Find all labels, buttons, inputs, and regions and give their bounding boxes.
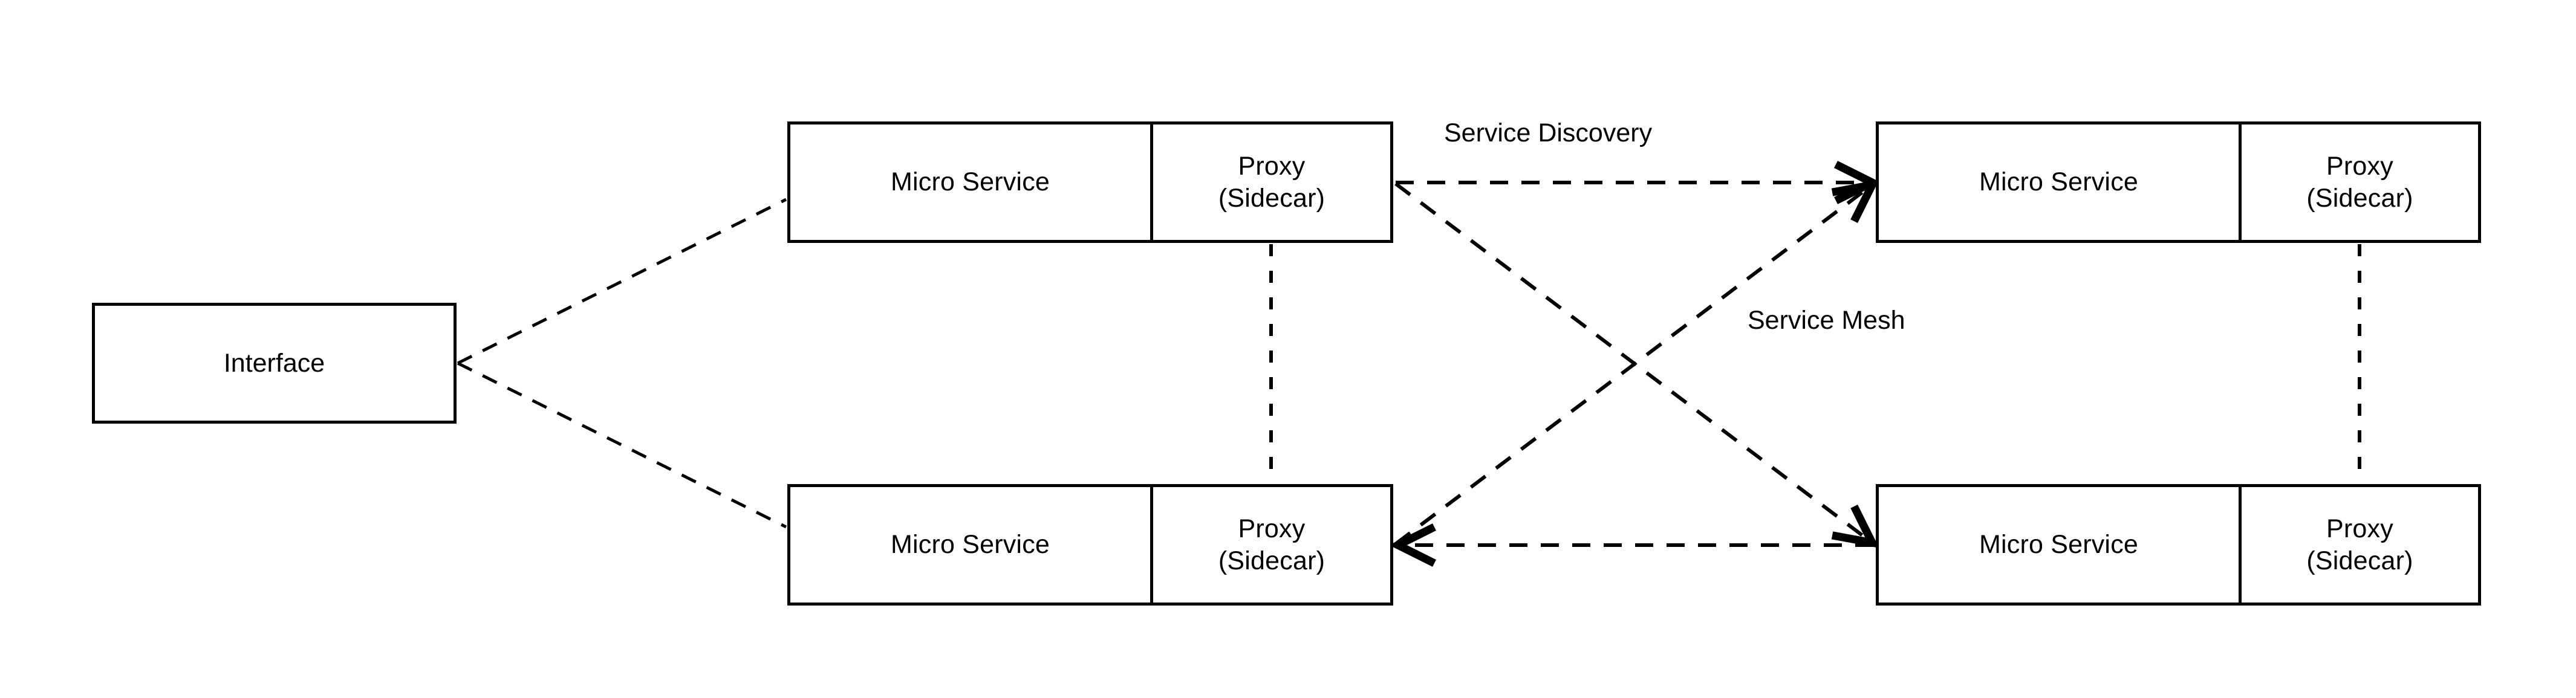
edge-label-service-mesh-text: Service Mesh — [1748, 306, 1905, 335]
node-micro-service-top-left[interactable]: Micro Service Proxy (Sidecar) — [787, 121, 1393, 243]
micro-service-cell-bottom-right: Micro Service — [1879, 487, 2242, 603]
proxy-sidecar-label-bottom-left: Proxy (Sidecar) — [1218, 514, 1325, 575]
node-micro-service-bottom-left[interactable]: Micro Service Proxy (Sidecar) — [787, 484, 1393, 606]
node-micro-service-bottom-right[interactable]: Micro Service Proxy (Sidecar) — [1876, 484, 2481, 606]
edge-label-service-mesh: Service Mesh — [1748, 306, 1905, 335]
node-interface[interactable]: Interface — [92, 303, 457, 424]
connector-diagonal-bottom-left-to-top-right — [1394, 179, 1879, 546]
proxy-sidecar-cell-top-right: Proxy (Sidecar) — [2242, 124, 2478, 240]
proxy-sidecar-cell-bottom-left: Proxy (Sidecar) — [1153, 487, 1390, 603]
edge-label-service-discovery: Service Discovery — [1444, 118, 1652, 148]
edge-label-service-discovery-text: Service Discovery — [1444, 118, 1653, 147]
node-interface-label: Interface — [223, 348, 325, 378]
connector-interface-to-top-left — [457, 198, 787, 365]
connector-diagonal-top-left-to-bottom-right — [1394, 182, 1879, 548]
micro-service-cell-top-left: Micro Service — [790, 124, 1153, 240]
micro-service-label-top-left: Micro Service — [890, 167, 1050, 197]
node-micro-service-top-right[interactable]: Micro Service Proxy (Sidecar) — [1876, 121, 2481, 243]
micro-service-label-bottom-left: Micro Service — [890, 530, 1050, 560]
micro-service-cell-top-right: Micro Service — [1879, 124, 2242, 240]
proxy-sidecar-cell-top-left: Proxy (Sidecar) — [1153, 124, 1390, 240]
micro-service-cell-bottom-left: Micro Service — [790, 487, 1153, 603]
proxy-sidecar-cell-bottom-right: Proxy (Sidecar) — [2242, 487, 2478, 603]
proxy-sidecar-label-bottom-right: Proxy (Sidecar) — [2306, 514, 2413, 575]
connector-interface-to-bottom-left — [457, 361, 787, 529]
proxy-sidecar-label-top-left: Proxy (Sidecar) — [1218, 152, 1325, 213]
micro-service-label-top-right: Micro Service — [1979, 167, 2139, 197]
proxy-sidecar-label-top-right: Proxy (Sidecar) — [2306, 152, 2413, 213]
micro-service-label-bottom-right: Micro Service — [1979, 530, 2139, 560]
